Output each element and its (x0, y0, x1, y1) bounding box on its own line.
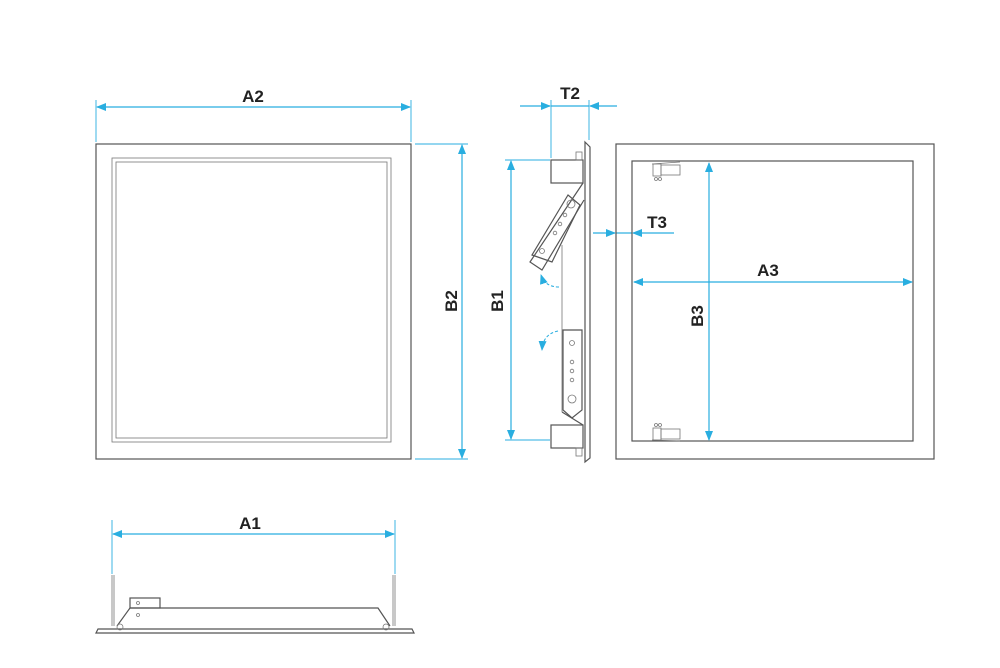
label-a3: A3 (757, 261, 779, 280)
label-a1: A1 (239, 514, 261, 533)
back-view: A3 B3 (615, 143, 935, 460)
hinge-top (651, 161, 681, 181)
front-view: A2 B2 (95, 87, 468, 460)
bottom-view: A1 (95, 514, 415, 634)
label-b1: B1 (488, 290, 507, 312)
label-b2: B2 (442, 290, 461, 312)
hinge-bottom (651, 423, 681, 442)
label-b3: B3 (688, 305, 707, 327)
label-t2: T2 (560, 84, 580, 103)
side-view: B1 T2 T3 (488, 84, 674, 464)
label-t3: T3 (647, 213, 667, 232)
label-a2: A2 (242, 87, 264, 106)
